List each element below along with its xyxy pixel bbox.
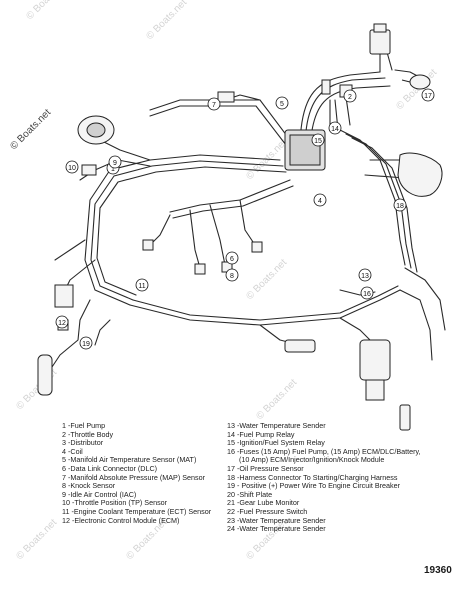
legend-item: 18 -Harness Connector To Starting/Chargi… — [227, 472, 398, 482]
callout-2: 2 — [343, 89, 357, 103]
legend-item: 12 -Electronic Control Module (ECM) — [62, 515, 180, 525]
legend-item: 10 -Throttle Position (TP) Sensor — [62, 498, 168, 508]
svg-text:16: 16 — [363, 291, 371, 298]
legend-item: (10 Amp) ECM/Injector/Ignition/Knock Mod… — [227, 455, 385, 465]
svg-text:10: 10 — [68, 165, 76, 172]
legend-item: 19 - Positive (+) Power Wire To Engine C… — [227, 481, 401, 491]
callout-14: 14 — [328, 121, 342, 135]
callout-15: 15 — [311, 133, 325, 147]
legend-item: 14 -Fuel Pump Relay — [227, 429, 295, 439]
callout-13: 13 — [358, 268, 372, 282]
watermark-faded: © Boats.net — [244, 257, 289, 302]
callout-7: 7 — [207, 97, 221, 111]
callout-16: 16 — [360, 286, 374, 300]
legend-item: 16 -Fuses (15 Amp) Fuel Pump, (15 Amp) E… — [227, 446, 421, 456]
diagram-id: 19360 — [424, 565, 452, 576]
legend-item: 24 -Water Temperature Sender — [227, 524, 326, 534]
watermark-faded: © Boats.net — [394, 67, 439, 112]
callout-9: 9 — [108, 155, 122, 169]
legend-item: 9 -Idle Air Control (IAC) — [62, 489, 137, 499]
callout-8: 8 — [225, 268, 239, 282]
svg-text:7: 7 — [212, 102, 216, 109]
callout-12: 12 — [55, 315, 69, 329]
legend-item: 3 -Distributor — [62, 438, 104, 448]
components — [37, 23, 443, 431]
legend-item: 15 -Ignition/Fuel System Relay — [227, 438, 325, 448]
legend-item: 23 -Water Temperature Sender — [227, 515, 326, 525]
fuel-pump — [37, 354, 53, 396]
svg-text:12: 12 — [58, 320, 66, 327]
svg-text:1: 1 — [111, 166, 115, 173]
legend-item: 11 -Engine Coolant Temperature (ECT) Sen… — [62, 506, 212, 516]
svg-text:8: 8 — [230, 273, 234, 280]
legend-item: 22 -Fuel Pressure Switch — [227, 506, 308, 516]
callout-10: 10 — [65, 160, 79, 174]
callout-18: 18 — [393, 198, 407, 212]
svg-text:13: 13 — [361, 273, 369, 280]
legend-item: 6 -Data Link Connector (DLC) — [62, 463, 158, 473]
callout-17: 17 — [421, 88, 435, 102]
svg-text:2: 2 — [348, 94, 352, 101]
legend-item: 20 -Shift Plate — [227, 489, 273, 499]
callout-19: 19 — [79, 336, 93, 350]
callouts: 1 2 4 5 6 7 8 9 10 11 12 13 14 15 16 17 … — [55, 88, 435, 350]
legend-item: 8 -Knock Sensor — [62, 481, 116, 491]
legend-left: 1 -Fuel Pump 2 -Throttle Body 3 -Distrib… — [62, 421, 232, 525]
svg-text:6: 6 — [230, 256, 234, 263]
callout-6: 6 — [225, 251, 239, 265]
legend-item: 7 -Manifold Absolute Pressure (MAP) Sens… — [62, 472, 206, 482]
harness-wires — [49, 39, 446, 371]
legend-item: 5 -Manifold Air Temperature Sensor (MAT) — [62, 455, 197, 465]
svg-text:19: 19 — [82, 341, 90, 348]
watermark-main: © Boats.net — [8, 107, 53, 152]
svg-text:5: 5 — [280, 101, 284, 108]
callout-5: 5 — [275, 96, 289, 110]
legend-item: 2 -Throttle Body — [62, 429, 114, 439]
callout-11: 11 — [135, 278, 149, 292]
svg-text:18: 18 — [396, 203, 404, 210]
svg-text:14: 14 — [331, 126, 339, 133]
svg-text:9: 9 — [113, 160, 117, 167]
svg-text:15: 15 — [314, 138, 322, 145]
legend-item: 13 -Water Temperature Sender — [227, 421, 326, 430]
watermark-faded: © Boats.net — [24, 0, 69, 22]
watermark-faded: © Boats.net — [144, 0, 189, 42]
legend-item: 4 -Coil — [62, 446, 83, 456]
distributor-body — [359, 339, 391, 381]
legend-item: 21 -Gear Lube Monitor — [227, 498, 300, 508]
svg-text:17: 17 — [424, 93, 432, 100]
coil-body — [369, 29, 391, 55]
legend-item: 17 -Oil Pressure Sensor — [227, 463, 304, 473]
svg-text:4: 4 — [318, 198, 322, 205]
watermark-faded: © Boats.net — [14, 367, 59, 412]
legend-item: 1 -Fuel Pump — [62, 421, 106, 430]
callout-4: 4 — [313, 193, 327, 207]
watermark-faded: © Boats.net — [254, 377, 299, 422]
legend-right: 13 -Water Temperature Sender 14 -Fuel Pu… — [227, 421, 472, 534]
watermark-faded: © Boats.net — [14, 517, 59, 562]
svg-text:11: 11 — [138, 283, 145, 290]
coil-cap — [373, 23, 387, 33]
